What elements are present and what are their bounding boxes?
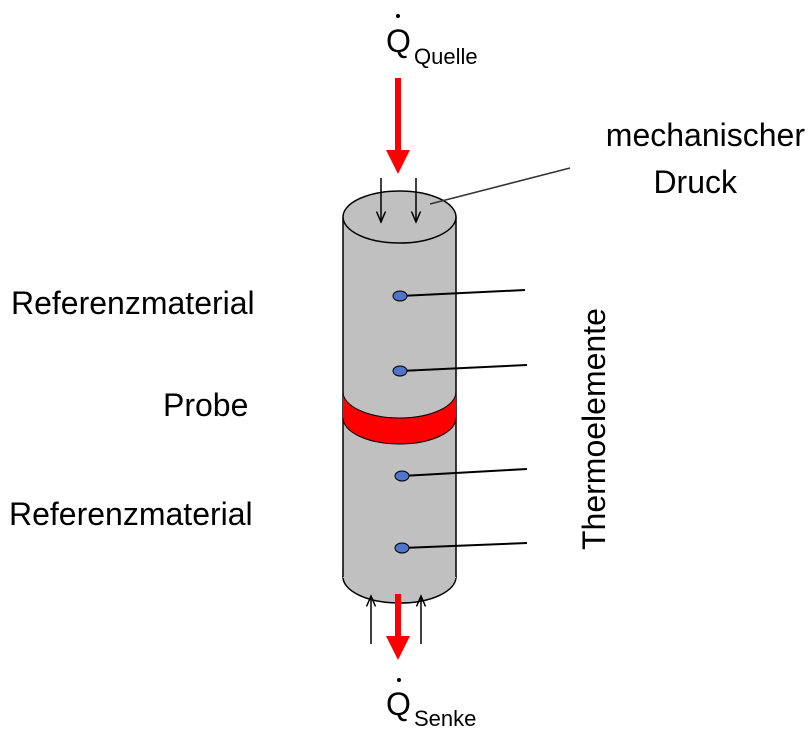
heat-source-label: Q Quelle: [386, 14, 478, 69]
thermocouple-bottom-2: [394, 542, 528, 554]
heat-source-subscript: Quelle: [414, 44, 478, 69]
thermocouple-dot-icon: [392, 365, 408, 377]
pressure-label-line1: mechanischer: [606, 117, 806, 153]
thermocouple-dot-icon: [394, 470, 410, 482]
pressure-leader-line: [429, 167, 571, 205]
sample-band: [342, 391, 457, 445]
thermocouple-bottom-1: [394, 468, 528, 482]
heat-source-symbol: Q: [386, 23, 411, 59]
pressure-label-line2: Druck: [653, 164, 738, 200]
heat-sink-label: Q Senke: [386, 678, 476, 731]
sample-stack-cylinder: [342, 190, 457, 604]
sample-label: Probe: [163, 387, 248, 423]
thermocouple-top-1: [392, 289, 526, 302]
thermocouple-dot-icon: [392, 290, 408, 302]
reference-material-top-label: Referenzmaterial: [11, 285, 255, 321]
thermocouples-label: Thermoelemente: [576, 308, 612, 550]
heat-sink-symbol: Q: [386, 686, 411, 722]
reference-material-bottom-label: Referenzmaterial: [9, 496, 253, 532]
thermocouple-dot-icon: [394, 542, 410, 554]
thermocouple-top-2: [392, 364, 528, 377]
heat-sink-subscript: Senke: [414, 706, 476, 731]
